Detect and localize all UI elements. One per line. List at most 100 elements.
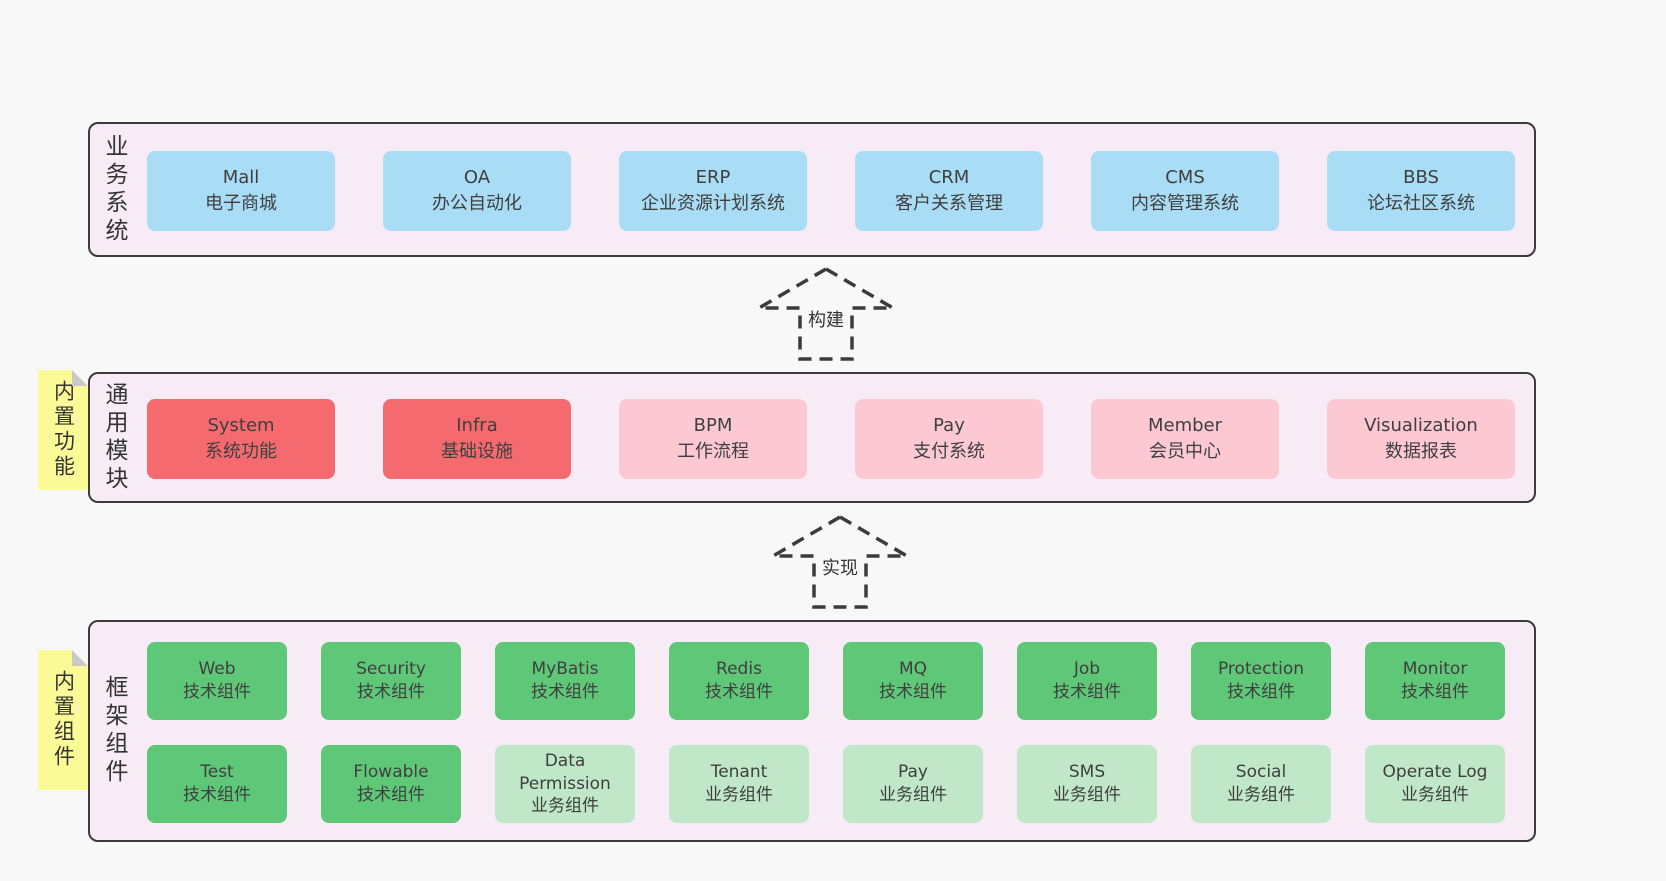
- arrow-label: 实现: [819, 554, 861, 581]
- box-title: Flowable: [353, 762, 429, 783]
- box-subtitle: 技术组件: [183, 785, 251, 805]
- box-title: Tenant: [710, 762, 768, 783]
- box-test: Test 技术组件: [147, 745, 287, 823]
- box-title: CMS: [1165, 166, 1205, 188]
- box-mq: MQ 技术组件: [843, 642, 983, 720]
- sticky-note-built-in-components: 内置组件: [38, 650, 88, 790]
- folded-corner-icon: [72, 370, 88, 386]
- box-title: Infra: [456, 414, 498, 436]
- band-common-modules: 通用模块 System 系统功能 Infra 基础设施 BPM 工作流程 Pay…: [88, 372, 1536, 503]
- box-erp: ERP 企业资源计划系统: [619, 151, 807, 231]
- box-title: Monitor: [1402, 659, 1468, 680]
- box-subtitle: 技术组件: [357, 682, 425, 702]
- box-subtitle: 业务组件: [879, 785, 947, 805]
- box-title: Security: [356, 659, 426, 680]
- band-label: 框架组件: [101, 675, 127, 787]
- box-subtitle: 技术组件: [1227, 682, 1295, 702]
- sticky-label: 内置组件: [51, 670, 76, 770]
- box-pay-component: Pay 业务组件: [843, 745, 983, 823]
- box-subtitle: 工作流程: [677, 441, 749, 462]
- box-title: Data Permission: [519, 750, 611, 794]
- box-cms: CMS 内容管理系统: [1091, 151, 1279, 231]
- box-title: Job: [1073, 659, 1101, 680]
- box-title: BPM: [693, 414, 733, 436]
- box-visualization: Visualization 数据报表: [1327, 399, 1515, 479]
- box-subtitle: 业务组件: [1227, 785, 1295, 805]
- box-bbs: BBS 论坛社区系统: [1327, 151, 1515, 231]
- box-title: Pay: [898, 762, 928, 783]
- box-subtitle: 支付系统: [913, 441, 985, 462]
- band-label: 通用模块: [101, 381, 127, 494]
- box-flowable: Flowable 技术组件: [321, 745, 461, 823]
- box-oa: OA 办公自动化: [383, 151, 571, 231]
- box-infra: Infra 基础设施: [383, 399, 571, 479]
- box-subtitle: 业务组件: [1053, 785, 1121, 805]
- box-title: SMS: [1068, 762, 1106, 783]
- box-title: MQ: [898, 659, 928, 680]
- sticky-label: 内置功能: [51, 380, 76, 480]
- box-subtitle: 技术组件: [879, 682, 947, 702]
- box-title: Social: [1235, 762, 1287, 783]
- box-subtitle: 系统功能: [205, 441, 277, 462]
- box-title: Redis: [716, 659, 762, 680]
- box-security: Security 技术组件: [321, 642, 461, 720]
- box-title: ERP: [695, 166, 731, 188]
- box-title: Operate Log: [1382, 762, 1488, 783]
- box-title: OA: [463, 166, 491, 188]
- box-title: Member: [1147, 414, 1223, 436]
- box-operate-log: Operate Log 业务组件: [1365, 745, 1505, 823]
- box-subtitle: 技术组件: [1401, 682, 1469, 702]
- box-member: Member 会员中心: [1091, 399, 1279, 479]
- band-business-systems: 业务系统 Mall 电子商城 OA 办公自动化 ERP 企业资源计划系统 CRM…: [88, 122, 1536, 257]
- arrow-label: 构建: [805, 306, 847, 333]
- box-subtitle: 办公自动化: [432, 193, 522, 214]
- box-crm: CRM 客户关系管理: [855, 151, 1043, 231]
- build-arrow: 构建: [756, 266, 896, 362]
- folded-corner-icon: [72, 650, 88, 666]
- box-subtitle: 论坛社区系统: [1367, 193, 1475, 214]
- box-subtitle: 基础设施: [441, 441, 513, 462]
- box-social: Social 业务组件: [1191, 745, 1331, 823]
- box-subtitle: 数据报表: [1385, 441, 1457, 462]
- box-title: BBS: [1403, 166, 1439, 188]
- box-subtitle: 电子商城: [205, 193, 277, 214]
- box-subtitle: 业务组件: [531, 796, 599, 817]
- box-title: Mall: [222, 166, 260, 188]
- box-title: CRM: [928, 166, 970, 188]
- box-title: Protection: [1217, 659, 1304, 680]
- box-subtitle: 技术组件: [1053, 682, 1121, 702]
- box-monitor: Monitor 技术组件: [1365, 642, 1505, 720]
- sticky-note-built-in-features: 内置功能: [38, 370, 88, 490]
- box-protection: Protection 技术组件: [1191, 642, 1331, 720]
- box-pay: Pay 支付系统: [855, 399, 1043, 479]
- box-job: Job 技术组件: [1017, 642, 1157, 720]
- box-title: Web: [198, 659, 236, 680]
- box-title: Visualization: [1364, 414, 1478, 436]
- box-title: Test: [200, 762, 234, 783]
- box-subtitle: 会员中心: [1149, 441, 1221, 462]
- box-subtitle: 技术组件: [705, 682, 773, 702]
- box-subtitle: 内容管理系统: [1131, 193, 1239, 214]
- arrow-up-dashed-icon: [770, 514, 910, 609]
- implement-arrow: 实现: [770, 514, 910, 610]
- box-web: Web 技术组件: [147, 642, 287, 720]
- box-subtitle: 业务组件: [1401, 785, 1469, 805]
- box-title: Pay: [933, 414, 965, 436]
- box-data-permission: Data Permission 业务组件: [495, 745, 635, 823]
- box-title: MyBatis: [531, 659, 599, 680]
- box-subtitle: 技术组件: [183, 682, 251, 702]
- arrow-up-dashed-icon: [756, 266, 896, 361]
- box-subtitle: 业务组件: [705, 785, 773, 805]
- box-title: System: [207, 414, 275, 436]
- box-subtitle: 客户关系管理: [895, 193, 1003, 214]
- box-subtitle: 企业资源计划系统: [641, 193, 785, 214]
- box-system: System 系统功能: [147, 399, 335, 479]
- box-mall: Mall 电子商城: [147, 151, 335, 231]
- band-label: 业务系统: [101, 133, 127, 246]
- box-subtitle: 技术组件: [531, 682, 599, 702]
- box-mybatis: MyBatis 技术组件: [495, 642, 635, 720]
- box-sms: SMS 业务组件: [1017, 745, 1157, 823]
- box-redis: Redis 技术组件: [669, 642, 809, 720]
- box-subtitle: 技术组件: [357, 785, 425, 805]
